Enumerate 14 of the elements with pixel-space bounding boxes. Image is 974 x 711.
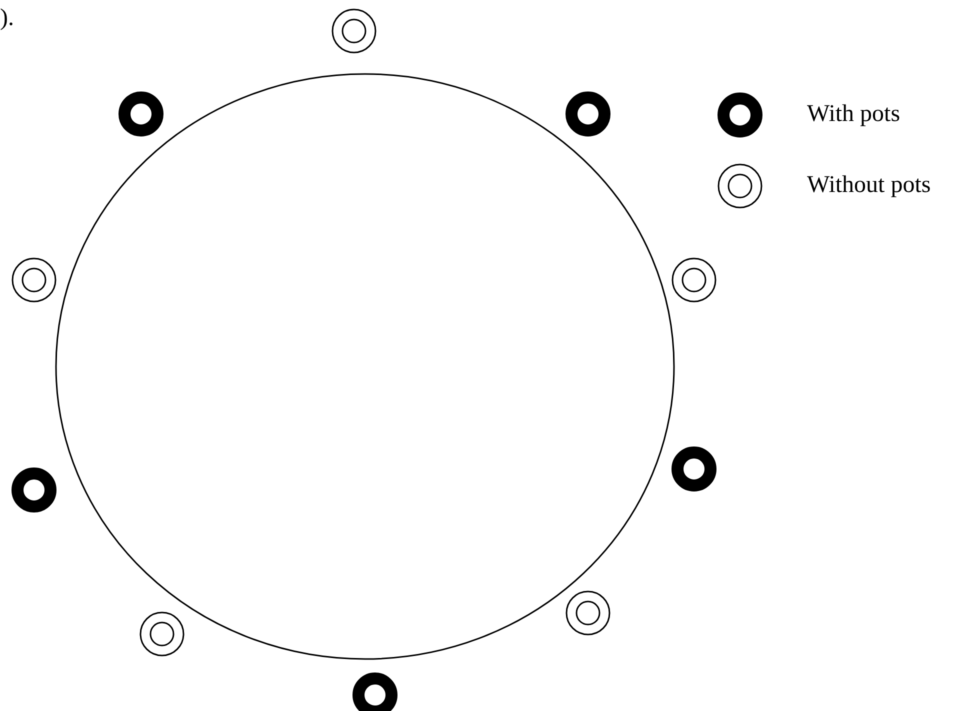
double-ring-marker — [565, 590, 611, 636]
double-ring-marker — [671, 257, 717, 303]
thick-ring-marker — [352, 672, 398, 711]
caption-fragment: ). — [0, 6, 14, 30]
double-ring-marker — [11, 257, 57, 303]
circle-outline — [55, 73, 675, 660]
thick-ring-marker — [118, 91, 164, 137]
thick-ring-marker — [11, 467, 57, 513]
thick-ring-marker — [671, 446, 717, 492]
legend-label: Without pots — [807, 173, 931, 197]
double-ring-marker — [139, 611, 185, 657]
legend-label: With pots — [807, 102, 900, 126]
thick-ring-marker — [565, 91, 611, 137]
double-ring-marker — [331, 8, 377, 54]
